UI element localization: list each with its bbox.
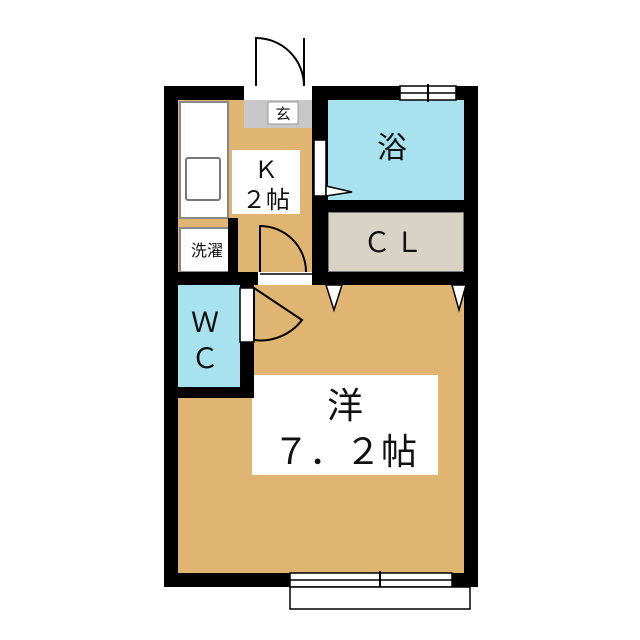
western-room-size: ７．２帖 [273, 432, 417, 473]
bath-door [313, 139, 353, 197]
toilet-label-c: Ｃ [191, 342, 219, 375]
entrance-label-box [267, 101, 299, 125]
western-label-box [252, 375, 438, 475]
outer-walls [164, 86, 478, 587]
closet-label: ＣＬ [363, 226, 427, 259]
bottom-window [289, 571, 471, 610]
entrance-door [244, 36, 312, 100]
kitchen-room-door [258, 224, 312, 285]
top-window [399, 84, 457, 102]
closet-doors [324, 284, 467, 313]
kitchen-label-k: Ｋ [254, 156, 278, 184]
entrance-label: 玄 [275, 105, 290, 123]
kitchen-sink [185, 157, 221, 201]
closet-area [327, 211, 465, 273]
bath-label: 浴 [377, 131, 407, 166]
toilet-label-w: Ｗ [191, 306, 219, 339]
toilet-floor [178, 285, 240, 387]
western-room-label: 洋 [327, 386, 363, 427]
bath-floor [328, 100, 464, 200]
toilet-door [239, 287, 304, 343]
kitchen-label-size: ２帖 [242, 186, 290, 214]
laundry-label: 洗濯 [191, 241, 223, 260]
kitchen-label-box [232, 150, 300, 214]
